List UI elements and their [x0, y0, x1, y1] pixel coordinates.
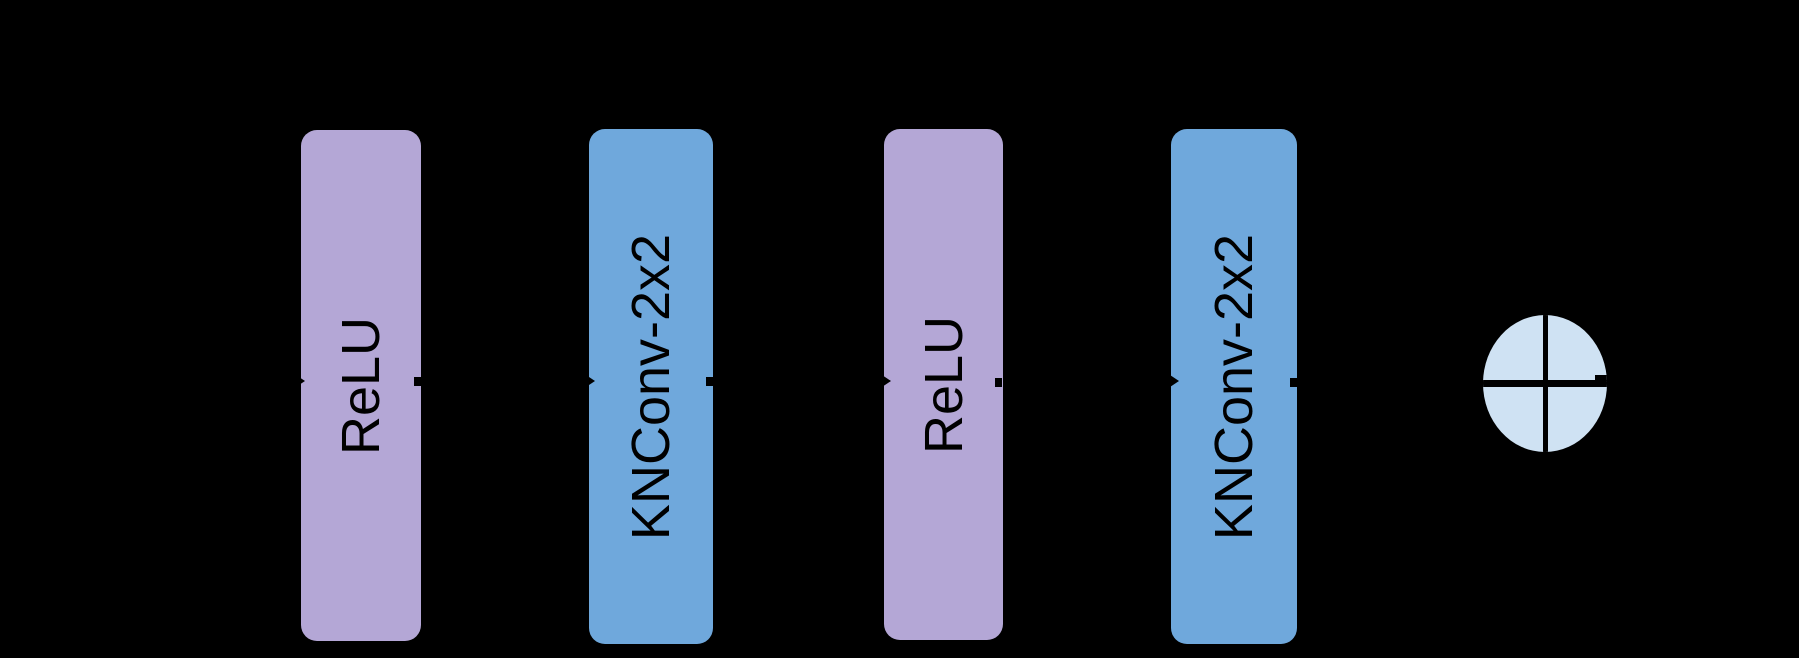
arrow-tail-tick — [414, 377, 422, 386]
knconv-block-2: KNConv-2x2 — [1171, 129, 1297, 644]
block-label: KNConv-2x2 — [1204, 233, 1264, 540]
arrow-tail-tick — [995, 378, 1002, 387]
arrowhead-icon — [296, 375, 305, 387]
sum-node-circled-plus-icon — [1483, 315, 1607, 452]
block-label: KNConv-2x2 — [621, 233, 681, 540]
arrow-tail-tick — [706, 377, 714, 386]
arrowhead-icon — [586, 375, 595, 387]
arrowhead-icon — [1170, 375, 1179, 387]
block-label: ReLU — [913, 315, 974, 454]
relu-block-2: ReLU — [884, 129, 1003, 640]
knconv-block-1: KNConv-2x2 — [589, 129, 713, 644]
arrow-notch — [1595, 375, 1607, 381]
arrow-tail-tick — [1290, 378, 1298, 387]
block-label: ReLU — [331, 316, 391, 455]
relu-block-1: ReLU — [301, 130, 421, 641]
arrowhead-icon — [882, 375, 891, 387]
plus-vertical-line — [1543, 315, 1548, 452]
